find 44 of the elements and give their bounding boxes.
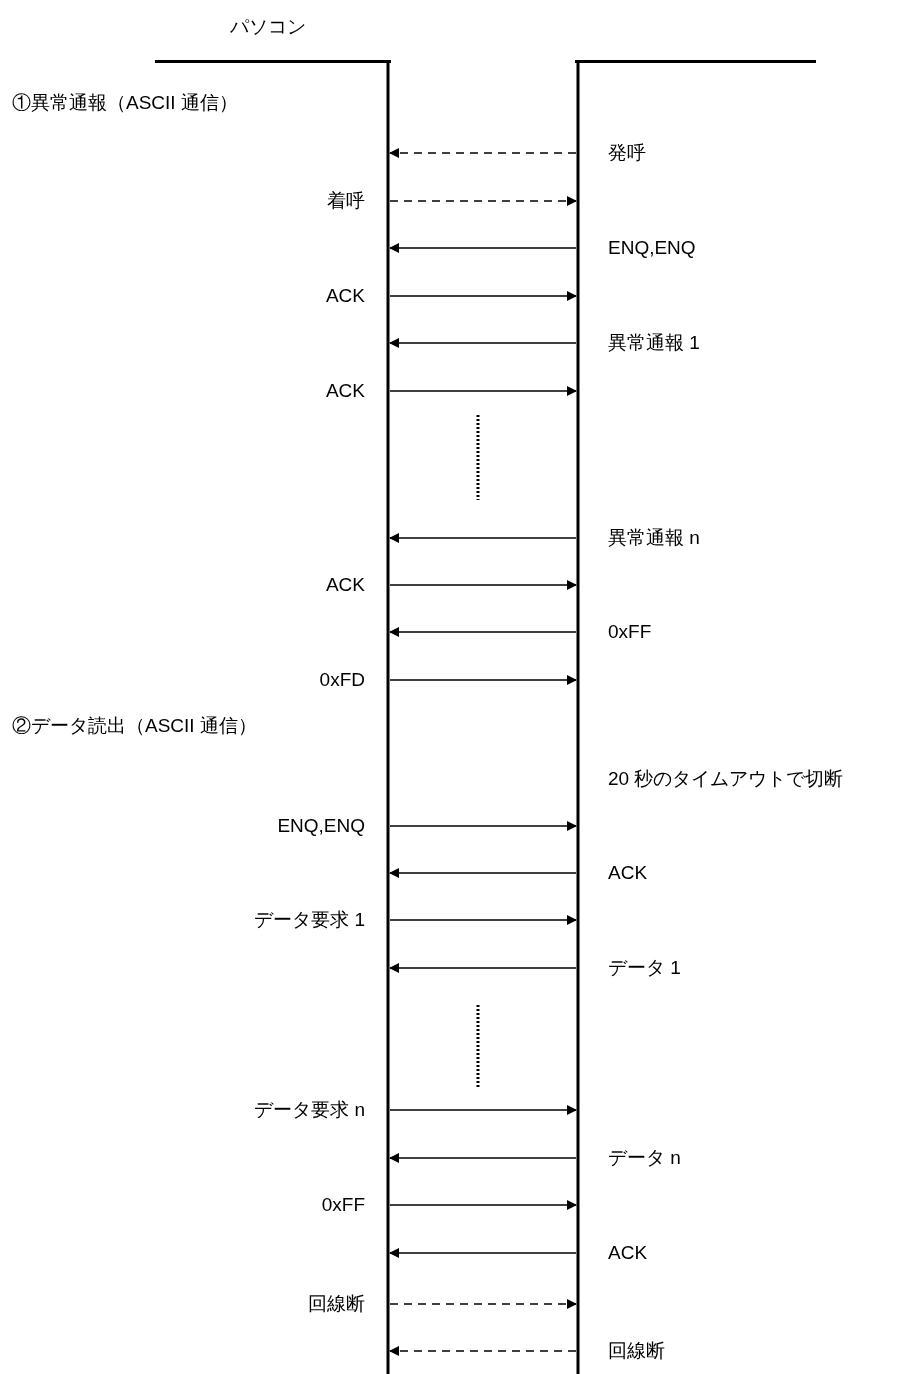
message-label: ACK — [608, 862, 648, 884]
arrow — [389, 627, 577, 637]
arrow — [389, 338, 577, 348]
message-label: 異常通報 1 — [608, 332, 700, 354]
arrow — [389, 580, 577, 590]
message-label: 回線断 — [308, 1293, 365, 1315]
message-label: 0xFF — [608, 621, 652, 643]
arrow — [389, 1105, 577, 1115]
section-heading: ①異常通報（ASCII 通信） — [12, 92, 238, 114]
arrow — [389, 675, 577, 685]
message-label: データ 1 — [608, 957, 681, 979]
participant-label: パソコン — [230, 16, 306, 38]
message-label: 発呼 — [608, 142, 646, 164]
message-label: ACK — [325, 574, 365, 596]
message-label: ENQ,ENQ — [277, 815, 365, 837]
dashed-arrow — [389, 1299, 577, 1309]
message-label: 0xFD — [319, 669, 365, 691]
section-heading: ②データ読出（ASCII 通信） — [12, 715, 257, 737]
arrow — [389, 963, 577, 973]
dashed-arrow — [389, 196, 577, 206]
message-label: ACK — [325, 380, 365, 402]
dashed-arrow — [389, 1346, 577, 1356]
message-label: ACK — [325, 285, 365, 307]
arrow — [389, 1248, 577, 1258]
arrow — [389, 868, 577, 878]
arrow — [389, 533, 577, 543]
message-label: 異常通報 n — [608, 527, 700, 549]
message-label: 回線断 — [608, 1340, 665, 1362]
note-text: 20 秒のタイムアウトで切断 — [608, 768, 844, 790]
arrow — [389, 243, 577, 253]
message-label: ENQ,ENQ — [608, 237, 696, 259]
message-label: ACK — [608, 1242, 648, 1264]
arrow — [389, 291, 577, 301]
dashed-arrow — [389, 148, 577, 158]
arrow — [389, 821, 577, 831]
message-label: 着呼 — [327, 190, 365, 212]
message-label: データ n — [608, 1147, 681, 1169]
message-label: 0xFF — [321, 1194, 365, 1216]
message-label: データ要求 1 — [254, 909, 365, 931]
arrow — [389, 1200, 577, 1210]
arrow — [389, 915, 577, 925]
arrow — [389, 1153, 577, 1163]
message-label: データ要求 n — [254, 1099, 365, 1121]
arrow — [389, 386, 577, 396]
